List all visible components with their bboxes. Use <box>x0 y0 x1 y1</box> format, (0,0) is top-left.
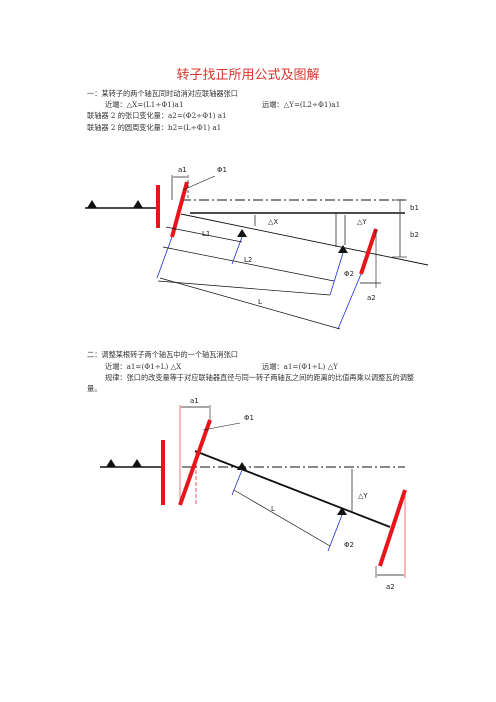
L-dim <box>233 489 331 547</box>
label-phi1: Φ1 <box>217 166 227 174</box>
bearing-marker <box>237 462 247 470</box>
bearing-marker <box>132 459 142 467</box>
L2-dim <box>162 246 335 282</box>
dim-ext-left <box>231 469 243 496</box>
rotor-tilted <box>180 213 429 266</box>
label-a2: a2 <box>367 294 376 302</box>
label-L: L <box>258 298 262 306</box>
bearing-marker <box>237 229 247 237</box>
label-phi2: Φ2 <box>344 541 354 549</box>
dim-ext-right <box>327 514 343 552</box>
section1-near-formula: 近端：△X=(L1÷Φ1)a1 <box>105 100 184 109</box>
diagram2: a1 Φ1 △Y L Φ2 a2 <box>100 397 407 591</box>
L-dim <box>159 277 341 330</box>
bearing-marker <box>337 507 347 515</box>
section1-far-formula: 远端：△Y=(L2÷Φ1)a1 <box>262 100 341 109</box>
coupling1-tilted <box>178 419 212 506</box>
coupling2-tilted <box>378 489 407 567</box>
label-phi2: Φ2 <box>344 270 354 278</box>
diagram1: a1 Φ1 △X △Y b1 b2 L1 L2 L Φ2 a2 <box>85 166 429 330</box>
coupling2-tilted <box>359 228 378 275</box>
label-b1: b1 <box>410 204 419 212</box>
page-title: 转子找正所用公式及图解 <box>176 68 320 83</box>
bearing-marker <box>133 200 143 208</box>
rotor-tilted <box>194 450 391 528</box>
L1-dim <box>165 226 243 243</box>
dim-ext-left <box>156 236 173 279</box>
section2-heading: 二：调整某根转子两个轴瓦中的一个轴瓦消张口 <box>87 350 238 359</box>
label-dy: △Y <box>358 492 368 500</box>
label-a1: a1 <box>190 397 199 405</box>
section2-near-formula: 近端：a1=(Φ1÷L) △X <box>105 362 182 371</box>
coupling1-tilted <box>170 181 189 238</box>
label-a2: a2 <box>386 583 395 591</box>
label-L2: L2 <box>244 256 252 264</box>
bearing-marker <box>106 459 116 467</box>
section1-b2-formula: 联轴器 2 的圆周变化量：b2=(L÷Φ1) a1 <box>87 123 222 132</box>
dim-ext-right <box>337 273 362 330</box>
section2-rule: 规律：张口的改变量等于对应联轴器直径与同一转子两轴瓦之间的距离的比值再乘以调整瓦… <box>87 373 415 393</box>
dim-ext-bearing2 <box>329 252 344 296</box>
label-dx: △X <box>268 218 278 226</box>
phi1-leader <box>202 422 241 431</box>
bearing-marker <box>338 245 348 253</box>
L-dim-a <box>157 280 331 296</box>
section1-a2-formula: 联轴器 2 的张口变化量：a2=(Φ2÷Φ1) a1 <box>87 111 227 120</box>
section2-far-formula: 远端：a1=(Φ1÷L) △Y <box>262 362 338 371</box>
bearing-marker <box>87 200 97 208</box>
section1-heading: 一：某转子的两个轴瓦同时动消对应联轴器张口 <box>87 89 238 98</box>
label-b2: b2 <box>410 231 419 239</box>
label-L1: L1 <box>202 230 210 238</box>
label-L: L <box>271 505 275 513</box>
label-a1: a1 <box>178 166 187 174</box>
label-phi1: Φ1 <box>244 414 254 422</box>
label-dy: △Y <box>357 218 367 226</box>
phi1-leader <box>182 175 216 191</box>
